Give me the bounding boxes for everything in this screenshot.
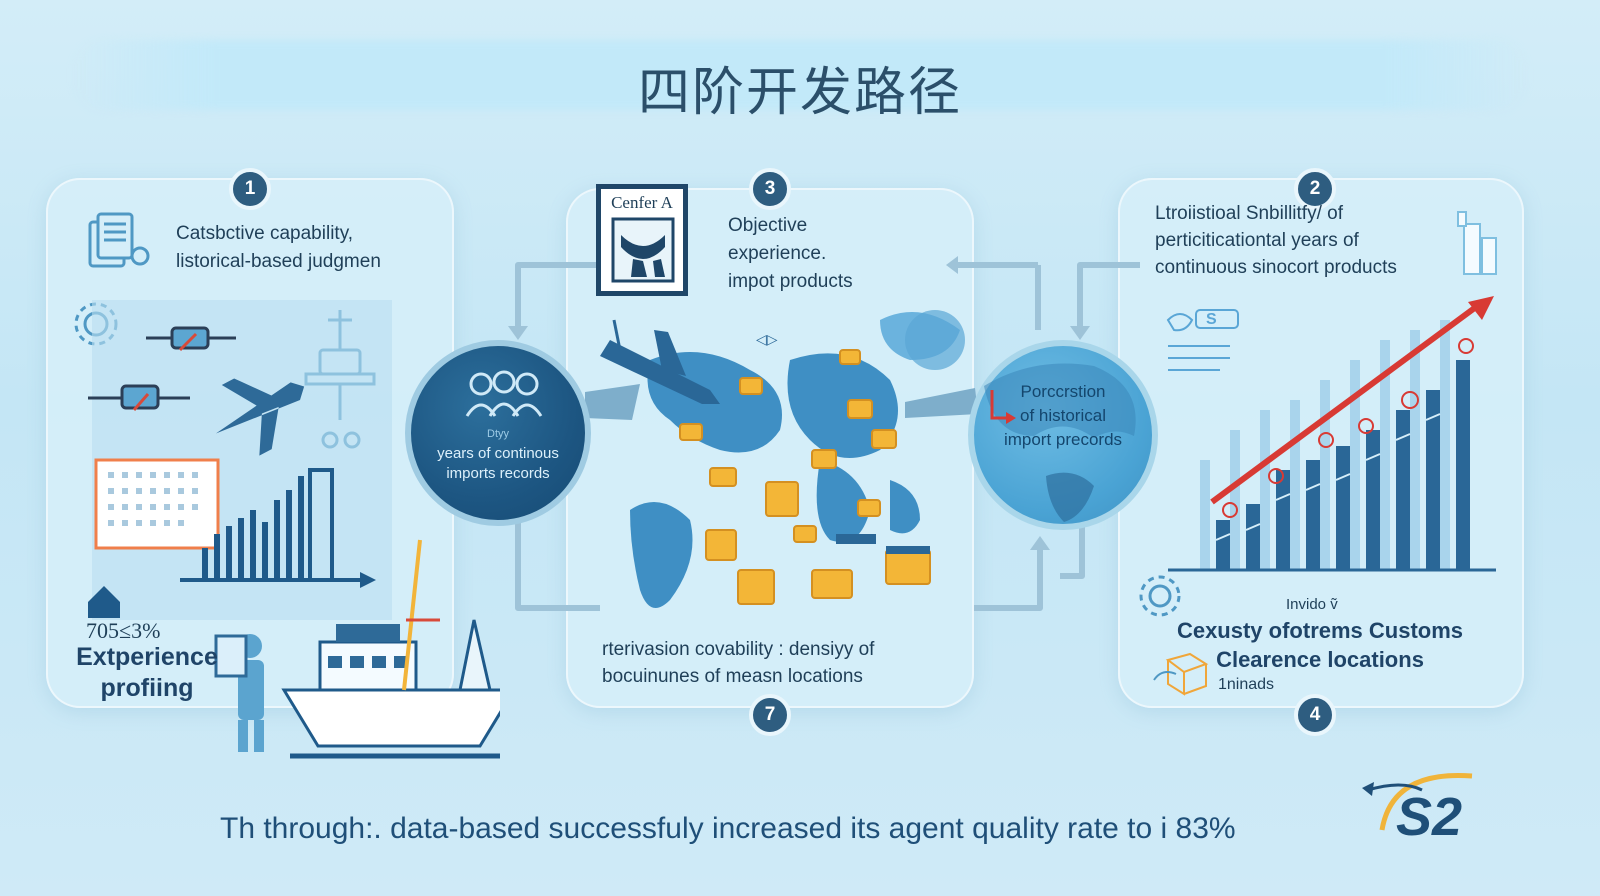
- stage-badge-3: 3: [749, 168, 791, 210]
- stage-2-text: Ltroiistioal Snbillitfy/ of perticiticat…: [1155, 203, 1397, 278]
- s2-logo: S2: [1362, 760, 1492, 860]
- logo-text: S2: [1396, 787, 1463, 847]
- world-map: ◁▷: [600, 310, 965, 608]
- circle-left-small: Dtyy: [487, 428, 509, 440]
- circle-historical-records: Porccrstion of historical import precord…: [968, 340, 1158, 530]
- circle-left-text: years of continous imports records: [437, 445, 559, 482]
- page-title: 四阶开发路径: [637, 63, 962, 123]
- logo-swoosh: [1362, 772, 1473, 831]
- box-icon: [1153, 652, 1209, 696]
- stage-badge-2: 2: [1294, 168, 1336, 210]
- middle-bottom-text: rterivasion covability : densiyy of bocu…: [602, 639, 875, 687]
- center-card: Cenfer A: [596, 184, 688, 296]
- stage-4-small: Invido ṽ: [1286, 596, 1338, 613]
- red-arrow-icon: [990, 390, 1016, 424]
- server-icon: [88, 212, 150, 268]
- circle-import-records: Dtyy years of continous imports records: [405, 340, 591, 526]
- svg-text:◁▷: ◁▷: [756, 331, 778, 347]
- people-icon: [465, 370, 543, 417]
- handshake-icon: [611, 217, 675, 283]
- stage-badge-1: 1: [229, 168, 271, 210]
- stage-3-text: Objective experience. impot products: [728, 215, 853, 292]
- stage-4-small-2: 1ninads: [1218, 676, 1275, 693]
- gear-network-icon: [1139, 575, 1181, 617]
- stage-badge-4: 4: [1294, 694, 1336, 736]
- stage-1-text: Catsbctive capability, listorical-based …: [176, 223, 381, 272]
- stage-2-chart: S: [1166, 296, 1496, 572]
- svg-text:S: S: [1206, 311, 1217, 328]
- center-card-label: Cenfer A: [611, 193, 673, 212]
- circle-right-text: Porccrstion of historical import precord…: [1003, 382, 1123, 449]
- building-icon: [1457, 211, 1497, 275]
- globe-continent: [984, 363, 1136, 522]
- stage-4-text: Cexusty ofotrems Customs Clearence locat…: [1176, 618, 1464, 672]
- stage-1-illustration: [88, 300, 500, 759]
- bottom-statement: Th through:. data-based successfuly incr…: [220, 812, 1236, 845]
- stage-1-stat: 705≤3%: [86, 618, 161, 643]
- title-band: [70, 40, 1530, 110]
- stage-1-label: Extperience profiing: [76, 643, 218, 702]
- stage-badge-7: 7: [749, 694, 791, 736]
